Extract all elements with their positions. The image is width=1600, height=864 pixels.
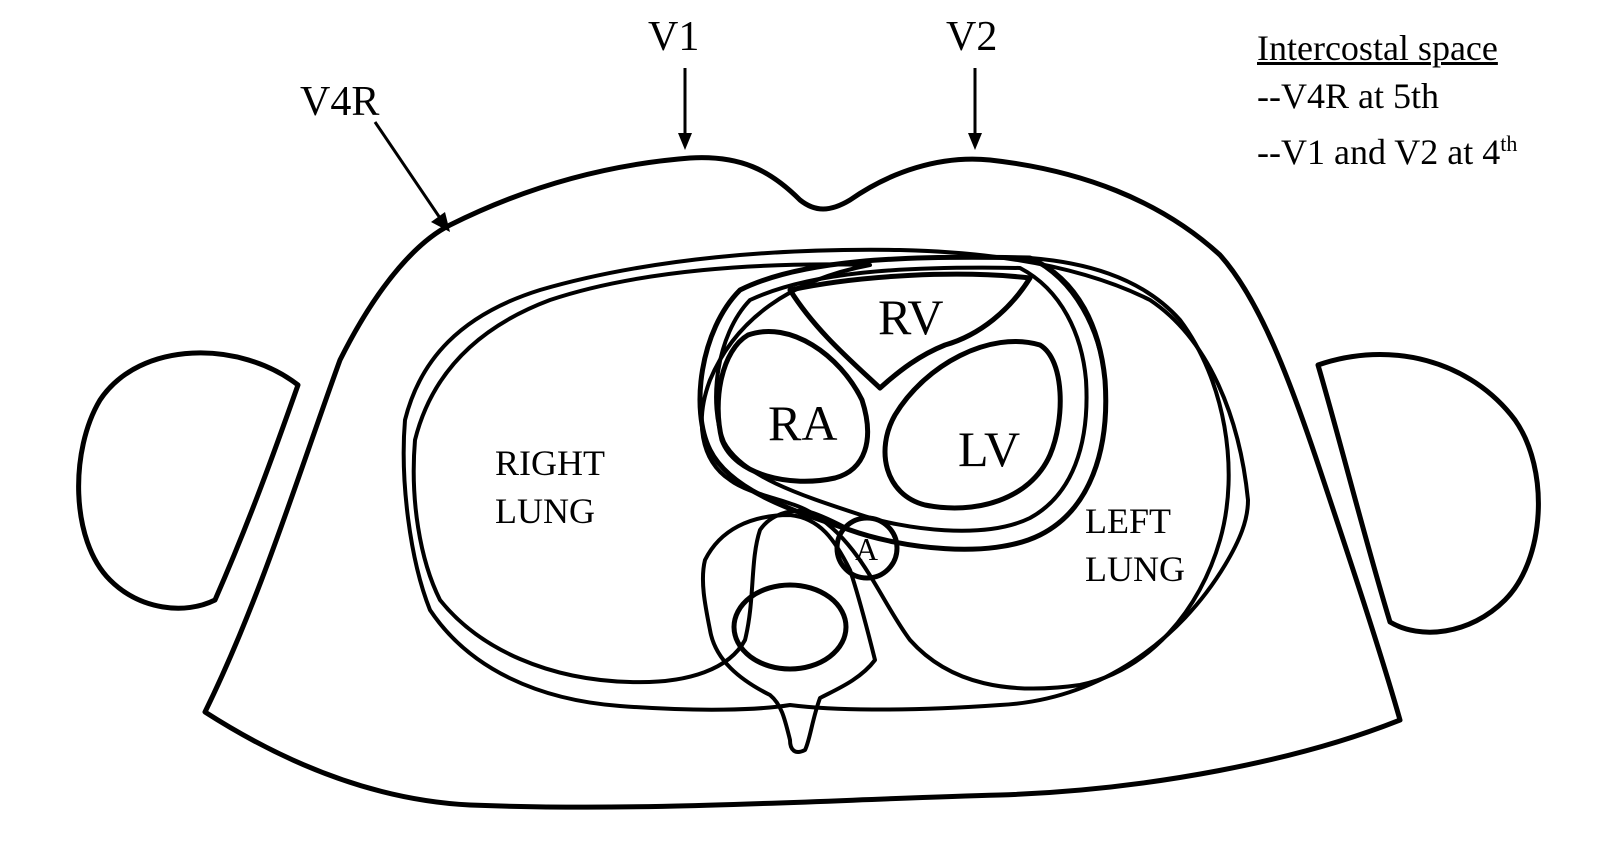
right-lung-label-line2: LUNG <box>495 491 595 531</box>
legend-title: Intercostal space <box>1257 28 1498 68</box>
right-arm-outline <box>76 350 301 611</box>
left-lung-label-line1: LEFT <box>1085 501 1171 541</box>
right-ventricle-outline <box>787 271 1033 391</box>
left-arm-outline <box>1315 352 1541 635</box>
legend-line-v1-v2-text: --V1 and V2 at 4 <box>1257 132 1501 172</box>
left-lung-label-line2: LUNG <box>1085 549 1185 589</box>
v2-label: V2 <box>946 14 997 60</box>
aorta-label: A <box>855 531 878 567</box>
spine-outline <box>700 513 877 754</box>
right-lung-label-line1: RIGHT <box>495 443 605 483</box>
ra-label: RA <box>768 395 837 451</box>
left-ventricle-outline <box>882 339 1063 511</box>
rv-label: RV <box>878 289 943 345</box>
v1-arrow <box>678 68 692 150</box>
v4r-label: V4R <box>300 79 379 125</box>
v1-label: V1 <box>648 14 699 60</box>
v4r-arrow <box>373 121 450 232</box>
intercostal-legend: Intercostal space --V4R at 5th --V1 and … <box>1257 24 1597 176</box>
right-atrium-outline <box>715 328 871 484</box>
legend-line-v1-v2-suffix: th <box>1500 131 1518 156</box>
thoracic-cavity-outline <box>401 247 1250 712</box>
right-lung-outline <box>411 262 872 685</box>
lv-label: LV <box>958 421 1020 477</box>
spinal-canal-outline <box>731 582 849 672</box>
legend-line-v1-v2: --V1 and V2 at 4th <box>1257 120 1597 176</box>
v2-arrow <box>968 68 982 150</box>
aorta-outline <box>834 515 900 581</box>
legend-line-v4r: --V4R at 5th <box>1257 76 1439 116</box>
heart-outline <box>697 254 1109 552</box>
